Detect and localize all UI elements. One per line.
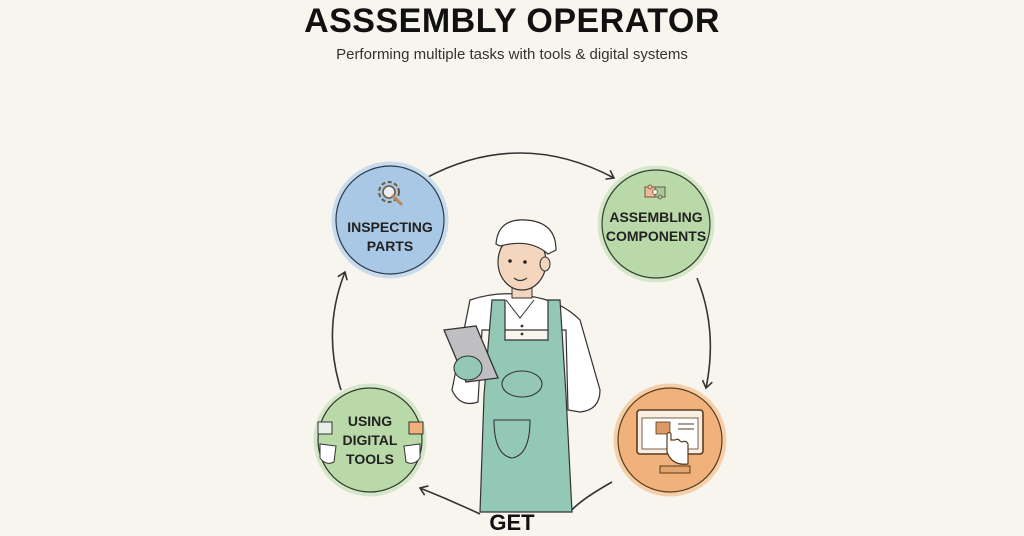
page-subtitle: Performing multiple tasks with tools & d… bbox=[336, 46, 688, 63]
hands-icon bbox=[317, 421, 424, 464]
gear-magnifier-icon bbox=[378, 181, 403, 206]
get-label: GET bbox=[489, 510, 535, 535]
node-assembling-components bbox=[597, 165, 715, 283]
node-inspecting-parts-label: INSPECTING PARTS bbox=[347, 219, 433, 254]
page-title: ASSSEMBLY OPERATOR bbox=[304, 2, 720, 40]
node-using-digital-tools bbox=[313, 383, 427, 497]
node-using-digital-tools-label: USING DIGITAL TOOLS bbox=[342, 413, 398, 467]
hairnet bbox=[495, 219, 557, 255]
cycle-arrows bbox=[331, 152, 713, 515]
puzzle-icon bbox=[644, 184, 666, 200]
arrow-assemble-to-digital bbox=[696, 277, 713, 390]
touchscreen-puzzle-icon bbox=[636, 409, 704, 474]
worker-figure bbox=[443, 219, 601, 513]
node-assembling-components-label: ASSEMBLING COMPONENTS bbox=[605, 209, 707, 244]
arrow-get-to-tools bbox=[418, 485, 481, 515]
arrow-inspect-to-assemble bbox=[425, 152, 616, 180]
arrow-digital-to-get bbox=[569, 481, 613, 513]
arrow-tools-to-inspect bbox=[331, 270, 348, 391]
node-inspecting-parts bbox=[331, 161, 449, 279]
node-touchscreen bbox=[613, 383, 727, 497]
